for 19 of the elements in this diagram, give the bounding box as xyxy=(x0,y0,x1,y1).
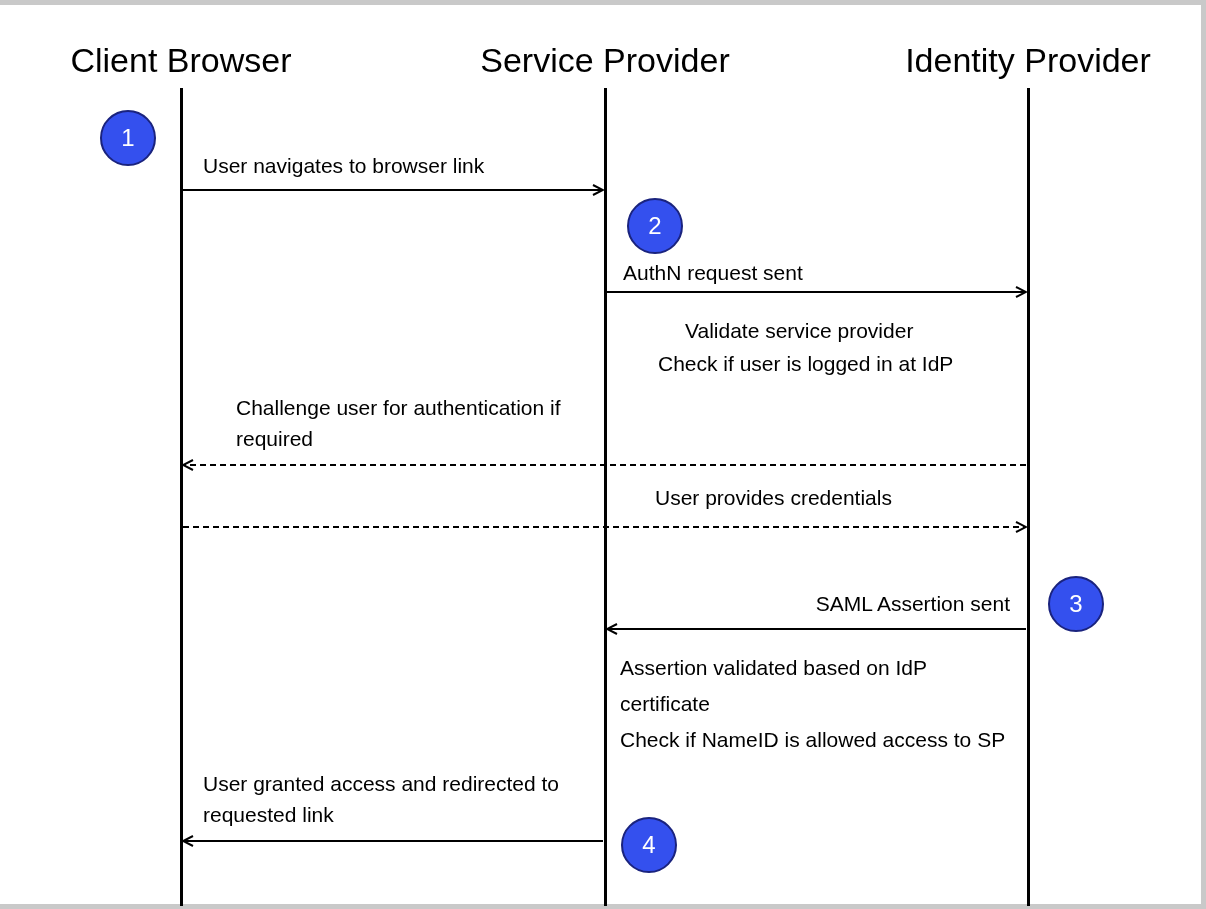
note-text: Check if NameID is allowed access to SP xyxy=(620,727,1007,753)
arrow xyxy=(606,286,1027,298)
lifeline-title: Service Provider xyxy=(480,40,730,80)
note-text: Assertion validated based on IdP certificate xyxy=(620,655,928,717)
edge-label: User granted access and redirected to requested link xyxy=(203,771,561,828)
lifeline-title: Identity Provider xyxy=(905,40,1151,80)
edge-label: Challenge user for authentication if required xyxy=(236,395,562,452)
dashed-arrow xyxy=(182,459,1027,471)
edge-label: User navigates to browser link xyxy=(203,153,486,179)
note-text: Check if user is logged in at IdP xyxy=(658,351,955,377)
edge-label: SAML Assertion sent xyxy=(814,591,1010,617)
lifeline-title: Client Browser xyxy=(70,40,292,80)
note-text: Validate service provider xyxy=(685,318,915,344)
arrow xyxy=(182,835,604,847)
arrow xyxy=(182,184,604,196)
edge-label: User provides credentials xyxy=(655,485,893,511)
edge-label: AuthN request sent xyxy=(623,260,804,286)
dashed-arrow xyxy=(182,521,1027,533)
arrow xyxy=(606,623,1027,635)
